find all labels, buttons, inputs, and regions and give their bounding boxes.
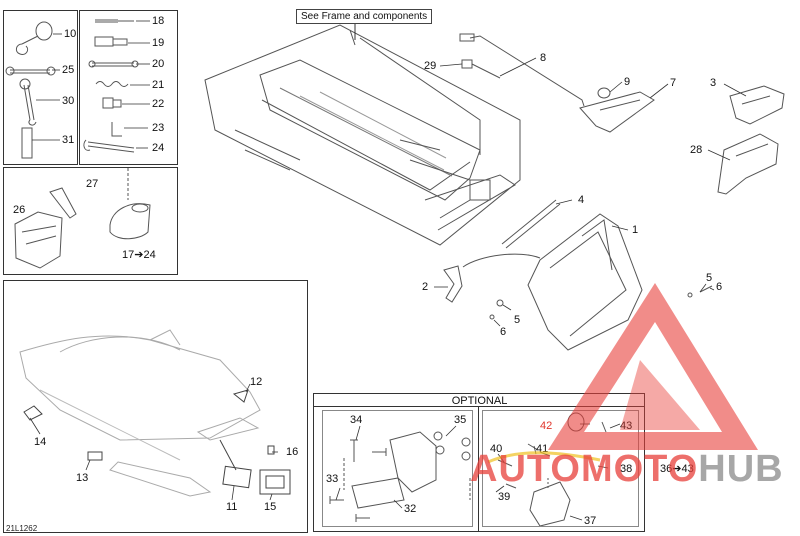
part-label-10: 10 [64, 28, 77, 40]
part-label-33: 33 [326, 473, 339, 485]
part-label-25: 25 [62, 64, 75, 76]
part-label-16: 16 [286, 446, 299, 458]
tool-kit-drawings [5, 19, 139, 159]
part-label-6-left: 6 [500, 326, 507, 338]
part-label-42: 42 [540, 420, 553, 432]
part-label-17-24: 17➔24 [122, 249, 156, 261]
part-label-39: 39 [498, 491, 511, 503]
part-label-13: 13 [76, 472, 89, 484]
vehicle-panel [3, 280, 308, 533]
part-label-4: 4 [578, 194, 585, 206]
part-label-3: 3 [710, 77, 717, 89]
automotohub-logo-text: AUTOMOTOHUB [470, 448, 784, 491]
part-label-14: 14 [34, 436, 47, 448]
part-label-43: 43 [620, 420, 633, 432]
optional-section-title: OPTIONAL [451, 395, 508, 407]
part-label-36-43: 36➔43 [660, 463, 694, 475]
tool-bag-drawings [14, 168, 151, 269]
part-label-35: 35 [454, 414, 467, 426]
part-label-15: 15 [264, 501, 277, 513]
part-label-24: 24 [152, 142, 165, 154]
rear-frame-drawing [204, 24, 521, 246]
logo-text-auto-moto: AUTOMOTO [470, 448, 699, 490]
diagram-code: 21L1262 [6, 524, 38, 533]
part-label-34: 34 [350, 414, 363, 426]
part-label-12: 12 [250, 376, 263, 388]
frame-reference-callout: See Frame and components [296, 9, 433, 24]
part-label-2: 2 [422, 281, 429, 293]
tool-bag-panel [3, 167, 178, 275]
part-label-5-right: 5 [706, 272, 713, 284]
part-label-31: 31 [62, 134, 75, 146]
bracket-drawings [717, 85, 785, 195]
tool-kit-panel-right [79, 10, 178, 165]
part-label-11: 11 [226, 501, 238, 513]
part-label-29: 29 [424, 60, 437, 72]
part-label-27: 27 [86, 178, 99, 190]
logo-text-hub: HUB [698, 448, 784, 490]
part-label-32: 32 [404, 503, 417, 515]
rear-flap-drawings [443, 199, 713, 351]
tail-light-drawings [459, 33, 655, 133]
part-label-6-right: 6 [716, 281, 723, 293]
part-label-1: 1 [632, 224, 639, 236]
part-label-38: 38 [620, 463, 633, 475]
optional-hardware-drawings [329, 431, 471, 522]
part-label-20: 20 [152, 58, 165, 70]
part-label-7: 7 [670, 77, 677, 89]
part-label-9: 9 [624, 76, 631, 88]
part-label-30: 30 [62, 95, 75, 107]
leader-lines [29, 20, 747, 521]
tool-kit-panel-left [3, 10, 78, 165]
part-label-23: 23 [152, 122, 165, 134]
part-label-28: 28 [690, 144, 703, 156]
part-label-19: 19 [152, 37, 165, 49]
part-label-37: 37 [584, 515, 597, 527]
part-label-22: 22 [152, 98, 165, 110]
part-label-26: 26 [13, 204, 26, 216]
part-label-8: 8 [540, 52, 547, 64]
snowmobile-outline [19, 329, 261, 497]
part-label-21: 21 [152, 79, 165, 91]
part-label-5-left: 5 [514, 314, 521, 326]
part-label-18: 18 [152, 15, 165, 27]
